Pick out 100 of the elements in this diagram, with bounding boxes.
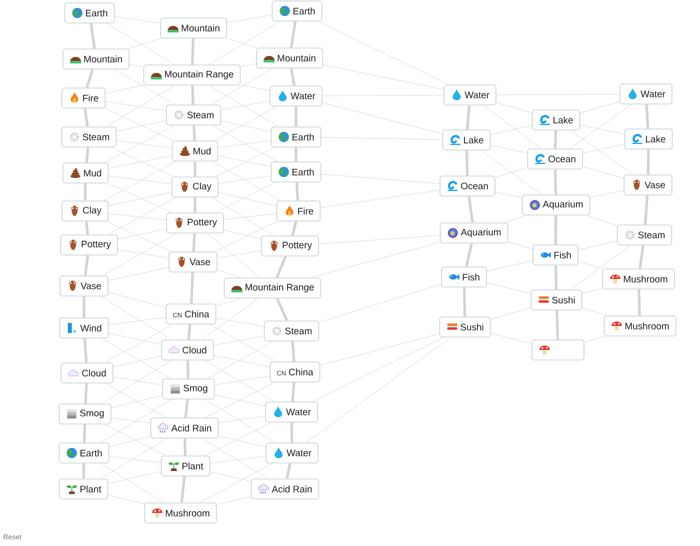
element-box: Lake — [624, 128, 673, 150]
connector-line — [113, 376, 162, 386]
element-box: Plant — [160, 456, 210, 476]
connector-line — [206, 422, 272, 456]
connector-line — [201, 438, 268, 479]
connector-line — [218, 156, 272, 167]
connector-line — [108, 292, 166, 308]
connector-line — [466, 105, 470, 130]
connector-line — [191, 38, 194, 65]
connector-line — [82, 463, 86, 479]
element-box: Pottery — [261, 236, 319, 256]
connector-line — [100, 463, 164, 503]
element-box: Clay — [172, 176, 218, 198]
connector-line — [226, 38, 256, 48]
element-box: Mountain — [256, 48, 323, 68]
element-box: Aquarium — [522, 194, 590, 216]
element-box: Earth — [64, 2, 115, 24]
connector-line — [106, 221, 172, 252]
element-box: Steam — [616, 224, 672, 246]
connector-line — [490, 307, 531, 320]
connector-line — [322, 102, 443, 134]
connector-line — [486, 260, 533, 272]
element-box: Earth — [270, 126, 322, 148]
connector-line — [85, 147, 90, 163]
element-box: Lake — [532, 110, 580, 130]
connector-line — [216, 318, 264, 327]
connector-line — [214, 221, 278, 252]
connector-line — [106, 23, 176, 65]
connector-line — [214, 336, 264, 346]
connector-line — [187, 324, 192, 340]
connector-line — [191, 85, 194, 105]
connector-line — [84, 221, 90, 235]
connector-line — [312, 337, 444, 402]
element-box: Water — [444, 84, 496, 106]
element-box: Fish — [441, 266, 487, 288]
connector-line — [210, 68, 272, 105]
connector-line — [218, 416, 266, 424]
connector-line — [84, 108, 89, 127]
connector-line — [569, 104, 632, 149]
element-box: Vase — [624, 174, 672, 196]
connector-line — [108, 333, 162, 345]
connector-line — [216, 298, 240, 306]
element-box: Steam — [166, 104, 222, 126]
connector-line — [214, 394, 266, 406]
element-box — [532, 340, 584, 360]
element-box: Earth — [270, 162, 322, 182]
connector-line — [224, 230, 262, 240]
connector-line — [480, 150, 542, 195]
connector-line — [318, 284, 442, 323]
connector-line — [108, 155, 172, 169]
connector-line — [212, 125, 278, 162]
connector-line — [204, 360, 274, 402]
connector-line — [216, 496, 252, 505]
connector-line — [82, 296, 86, 318]
connector-line — [183, 438, 187, 456]
connector-line — [212, 161, 281, 201]
connector-line — [495, 167, 528, 178]
connector-line — [192, 233, 196, 252]
connector-line — [100, 399, 172, 443]
connector-line — [554, 265, 558, 290]
connector-line — [496, 94, 620, 96]
connector-line — [322, 64, 444, 90]
connector-line — [322, 94, 444, 96]
connector-line — [554, 169, 558, 195]
element-box: Fire — [61, 88, 106, 108]
connector-line — [214, 106, 278, 141]
connector-line — [646, 149, 650, 175]
element-box: Mountain Range — [143, 64, 241, 86]
element-box: Water — [265, 402, 318, 422]
connector-line — [104, 424, 166, 456]
element-box: Mushroom — [144, 502, 217, 524]
connector-line — [294, 106, 298, 127]
connector-line — [84, 183, 87, 201]
connector-line — [212, 197, 274, 236]
connector-line — [202, 298, 258, 340]
connector-line — [84, 255, 90, 276]
connector-line — [318, 235, 440, 244]
element-box: Acid Rain — [150, 418, 219, 438]
connector-line — [116, 140, 172, 148]
connector-line — [209, 85, 279, 127]
connector-line — [580, 124, 625, 134]
connector-line — [105, 101, 166, 111]
connector-line — [465, 150, 469, 176]
element-box: Mud — [62, 162, 109, 184]
connector-line — [82, 424, 86, 443]
connector-line — [216, 147, 276, 177]
connector-line — [194, 161, 196, 177]
connector-line — [200, 463, 273, 503]
connector-line — [240, 64, 256, 67]
connector-line — [584, 336, 605, 342]
connector-line — [108, 176, 172, 184]
connector-line — [320, 174, 440, 184]
connector-line — [590, 190, 624, 198]
element-box: Mud — [172, 140, 218, 162]
connector-line — [554, 215, 558, 245]
element-box: Mountain Range — [224, 278, 322, 298]
connector-line — [114, 16, 160, 24]
element-box: Sushi — [439, 316, 491, 338]
element-box: Cloud — [60, 362, 114, 384]
connector-line — [128, 38, 162, 49]
